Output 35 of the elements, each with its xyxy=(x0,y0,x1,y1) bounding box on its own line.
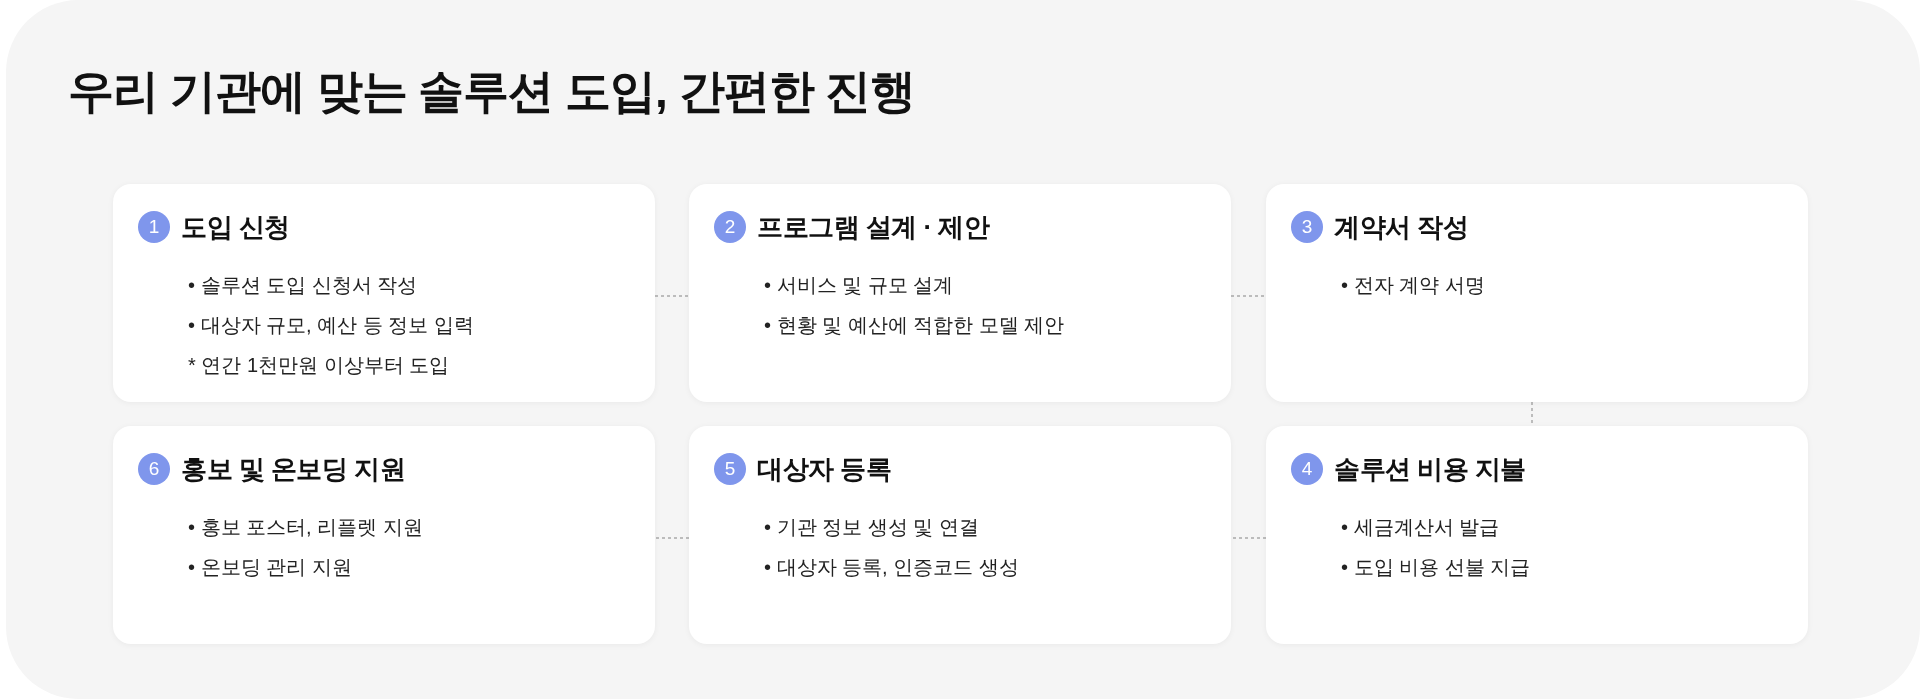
step-detail: • 서비스 및 규모 설계 xyxy=(764,273,954,298)
step-title: 계약서 작성 xyxy=(1334,211,1469,244)
dotted-connector xyxy=(654,295,690,297)
step-card xyxy=(1266,184,1808,402)
step-detail: • 온보딩 관리 지원 xyxy=(188,555,352,580)
step-detail: • 세금계산서 발급 xyxy=(1341,515,1500,540)
step-detail: • 전자 계약 서명 xyxy=(1341,273,1485,298)
step-number-badge: 1 xyxy=(138,211,170,243)
step-detail: • 대상자 규모, 예산 등 정보 입력 xyxy=(188,313,474,338)
step-detail: • 솔루션 도입 신청서 작성 xyxy=(188,273,418,298)
dotted-connector xyxy=(1230,537,1267,539)
step-number-badge: 4 xyxy=(1291,453,1323,485)
step-title: 대상자 등록 xyxy=(757,453,892,486)
dotted-connector xyxy=(654,537,690,539)
step-detail: • 홍보 포스터, 리플렛 지원 xyxy=(188,515,423,540)
step-number-badge: 2 xyxy=(714,211,746,243)
step-number-badge: 5 xyxy=(714,453,746,485)
diagram-title: 우리 기관에 맞는 솔루션 도입, 간편한 진행 xyxy=(68,64,916,119)
dotted-connector xyxy=(1230,295,1267,297)
step-title: 도입 신청 xyxy=(181,211,290,244)
step-detail: • 현황 및 예산에 적합한 모델 제안 xyxy=(764,313,1065,338)
step-number-badge: 6 xyxy=(138,453,170,485)
step-number-badge: 3 xyxy=(1291,211,1323,243)
step-title: 프로그램 설계 · 제안 xyxy=(757,211,990,244)
step-detail: • 도입 비용 선불 지급 xyxy=(1341,555,1531,580)
step-card xyxy=(113,426,655,644)
step-card xyxy=(113,184,655,402)
step-title: 솔루션 비용 지불 xyxy=(1334,453,1526,486)
step-detail: * 연간 1천만원 이상부터 도입 xyxy=(188,353,450,378)
step-detail: • 기관 정보 생성 및 연결 xyxy=(764,515,979,540)
step-card xyxy=(689,184,1231,402)
step-card xyxy=(689,426,1231,644)
step-title: 홍보 및 온보딩 지원 xyxy=(181,453,406,486)
step-detail: • 대상자 등록, 인증코드 생성 xyxy=(764,555,1019,580)
step-card xyxy=(1266,426,1808,644)
